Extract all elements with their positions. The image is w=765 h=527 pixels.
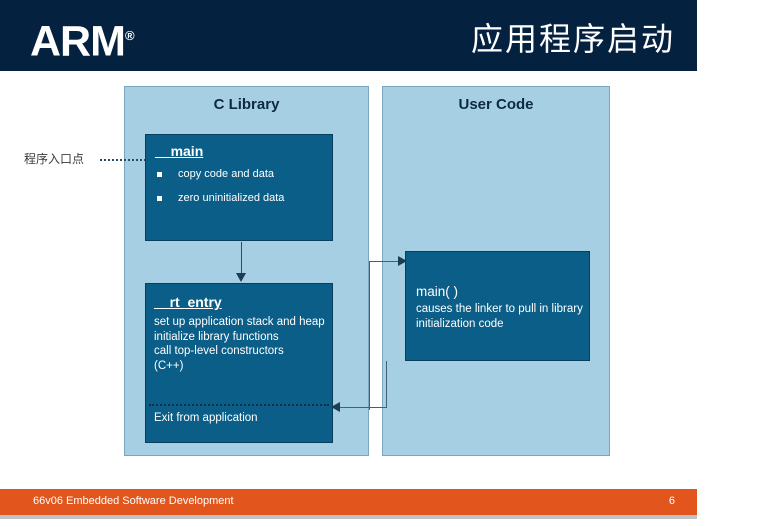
box-main: __main copy code and data zero uninitial…	[145, 134, 333, 241]
bullet-square-icon	[157, 172, 162, 177]
box-rt-entry-heading: __rt_entry	[154, 294, 222, 310]
footer-page-number: 6	[668, 495, 675, 507]
box-main-heading: __main	[155, 143, 204, 159]
box-rt-entry-body: set up application stack and heap initia…	[154, 316, 325, 372]
panel-c-library-title: C Library	[213, 96, 280, 113]
connector-rtentry-to-main-horizontal	[369, 261, 401, 262]
bullet-square-icon	[157, 196, 162, 201]
diagram-canvas: C Library User Code 程序入口点 __main copy co…	[0, 71, 765, 471]
box-main-function-body: main( ) causes the linker to pull in libr…	[416, 283, 588, 331]
connector-rtentry-to-main-arrow-icon	[398, 256, 407, 266]
arrow-main-to-rtentry-head-icon	[236, 273, 246, 282]
arm-logo: ARM®	[30, 12, 135, 65]
footer-bar: 66v06 Embedded Software Development 6	[0, 489, 697, 515]
header-bar: ARM® 应用程序启动	[0, 0, 697, 71]
box-main-function-title: main( )	[416, 284, 459, 299]
panel-user-code-title: User Code	[458, 96, 534, 113]
box-rt-entry-exit-label: Exit from application	[154, 412, 258, 424]
connector-main-to-rtentry-arrow-icon	[331, 402, 340, 412]
box-main-bullet-list: copy code and data zero uninitialized da…	[155, 168, 284, 216]
arrow-main-to-rtentry-line	[241, 242, 242, 275]
box-rt-entry-divider	[149, 404, 329, 406]
annotation-dotted-connector	[100, 159, 158, 161]
arm-logo-text: ARM	[30, 17, 126, 66]
list-item: copy code and data	[155, 168, 284, 180]
list-item-label: copy code and data	[178, 168, 275, 180]
connector-main-to-rtentry-vertical	[386, 361, 387, 408]
page-title: 应用程序启动	[470, 20, 675, 58]
connector-main-to-rtentry-horizontal	[340, 407, 387, 408]
box-main-function-description: causes the linker to pull in library ini…	[416, 303, 583, 330]
box-rt-entry: __rt_entry set up application stack and …	[145, 283, 333, 443]
footer-course-title: 66v06 Embedded Software Development	[33, 495, 234, 507]
connector-rtentry-to-main-vertical	[369, 262, 370, 410]
arm-logo-trademark-icon: ®	[124, 28, 135, 43]
annotation-entry-point-label: 程序入口点	[24, 152, 85, 166]
list-item-label: zero uninitialized data	[178, 192, 285, 204]
footer-shadow	[0, 515, 697, 519]
box-main-function: main( ) causes the linker to pull in libr…	[405, 251, 590, 361]
list-item: zero uninitialized data	[155, 192, 284, 204]
